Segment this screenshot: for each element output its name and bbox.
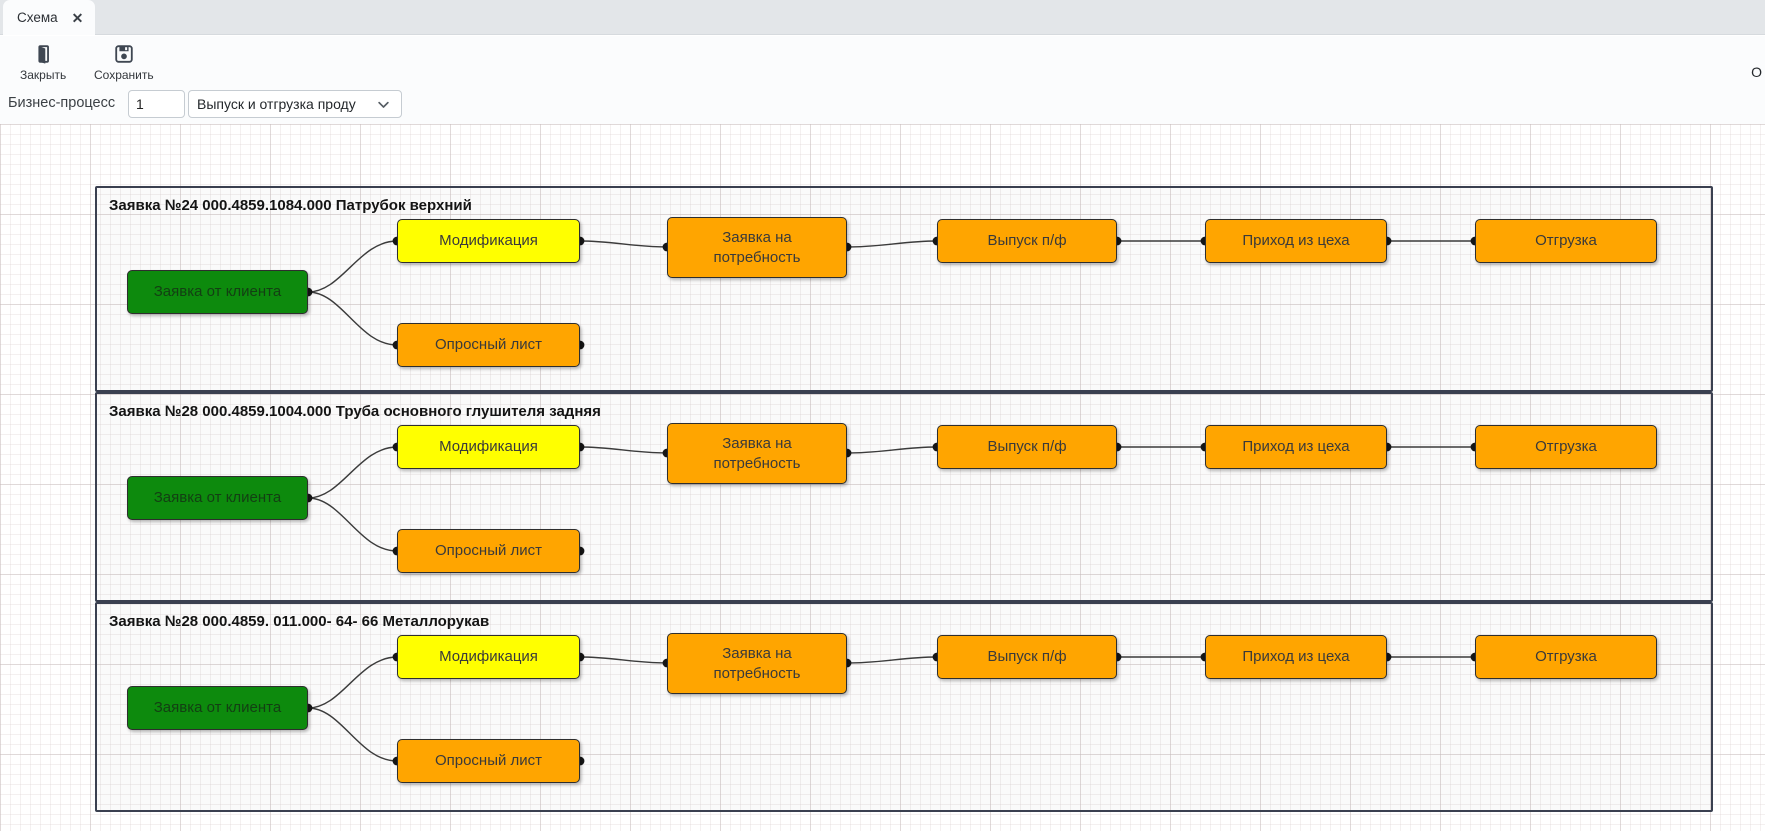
node-survey[interactable]: Опросный лист	[397, 529, 580, 573]
business-process-label: Бизнес-процесс	[8, 95, 116, 111]
save-floppy-icon	[113, 43, 135, 65]
node-shipment[interactable]: Отгрузка	[1475, 425, 1657, 469]
edge-line	[307, 291, 398, 346]
connections-layer	[303, 236, 1480, 350]
edge-line	[307, 446, 398, 499]
process-group[interactable]: Заявка №28 000.4859.1004.000 Труба основ…	[95, 392, 1713, 602]
edge-line	[846, 446, 938, 454]
node-demand[interactable]: Заявка на потребность	[667, 633, 847, 694]
save-button[interactable]: Сохранить	[88, 39, 160, 85]
tab-close-icon[interactable]: ✕	[71, 9, 84, 26]
diagram-canvas: Заявка №24 000.4859.1084.000 Патрубок ве…	[0, 124, 1765, 831]
business-process-select-value: Выпуск и отгрузка проду	[197, 96, 356, 112]
node-demand[interactable]: Заявка на потребность	[667, 217, 847, 278]
edge-line	[307, 497, 398, 552]
node-modification[interactable]: Модификация	[397, 425, 580, 469]
close-button-label: Закрыть	[20, 67, 67, 82]
tab-schema[interactable]: Схема ✕	[3, 0, 96, 35]
node-shop_receipt[interactable]: Приход из цеха	[1205, 635, 1387, 679]
business-process-row: Бизнес-процесс Выпуск и отгрузка проду	[0, 86, 1765, 124]
node-client_request[interactable]: Заявка от клиента	[127, 270, 308, 314]
node-modification[interactable]: Модификация	[397, 219, 580, 263]
process-group-title: Заявка №24 000.4859.1084.000 Патрубок ве…	[109, 197, 472, 214]
toolbar-right-text-fragment: O	[1751, 64, 1762, 80]
node-client_request[interactable]: Заявка от клиента	[127, 686, 308, 730]
node-modification[interactable]: Модификация	[397, 635, 580, 679]
business-process-number-input[interactable]	[128, 90, 185, 118]
save-button-label: Сохранить	[94, 67, 154, 82]
process-group[interactable]: Заявка №28 000.4859. 011.000- 64- 66 Мет…	[95, 602, 1713, 812]
edge-line	[307, 656, 398, 709]
tab-bar: Схема ✕	[0, 0, 1765, 35]
tab-schema-label: Схема	[17, 10, 58, 25]
door-close-icon	[32, 43, 54, 65]
process-group[interactable]: Заявка №24 000.4859.1084.000 Патрубок ве…	[95, 186, 1713, 392]
edge-line	[307, 707, 398, 762]
business-process-select[interactable]: Выпуск и отгрузка проду	[188, 90, 402, 118]
node-survey[interactable]: Опросный лист	[397, 739, 580, 783]
node-semi_output[interactable]: Выпуск п/ф	[937, 635, 1117, 679]
node-shop_receipt[interactable]: Приход из цеха	[1205, 219, 1387, 263]
process-group-title: Заявка №28 000.4859.1004.000 Труба основ…	[109, 403, 601, 420]
connections-layer	[303, 442, 1480, 556]
node-shop_receipt[interactable]: Приход из цеха	[1205, 425, 1387, 469]
chevron-down-icon	[371, 97, 395, 112]
edge-line	[579, 446, 668, 454]
node-shipment[interactable]: Отгрузка	[1475, 219, 1657, 263]
process-group-title: Заявка №28 000.4859. 011.000- 64- 66 Мет…	[109, 613, 490, 630]
node-client_request[interactable]: Заявка от клиента	[127, 476, 308, 520]
node-semi_output[interactable]: Выпуск п/ф	[937, 219, 1117, 263]
edge-line	[307, 240, 398, 293]
edge-line	[846, 656, 938, 664]
node-survey[interactable]: Опросный лист	[397, 323, 580, 367]
edge-line	[579, 656, 668, 664]
close-button[interactable]: Закрыть	[14, 39, 72, 85]
edge-line	[579, 240, 668, 248]
toolbar: Закрыть Сохранить O	[0, 36, 1765, 86]
node-semi_output[interactable]: Выпуск п/ф	[937, 425, 1117, 469]
node-shipment[interactable]: Отгрузка	[1475, 635, 1657, 679]
node-demand[interactable]: Заявка на потребность	[667, 423, 847, 484]
connections-layer	[303, 652, 1480, 766]
edge-line	[846, 240, 938, 248]
